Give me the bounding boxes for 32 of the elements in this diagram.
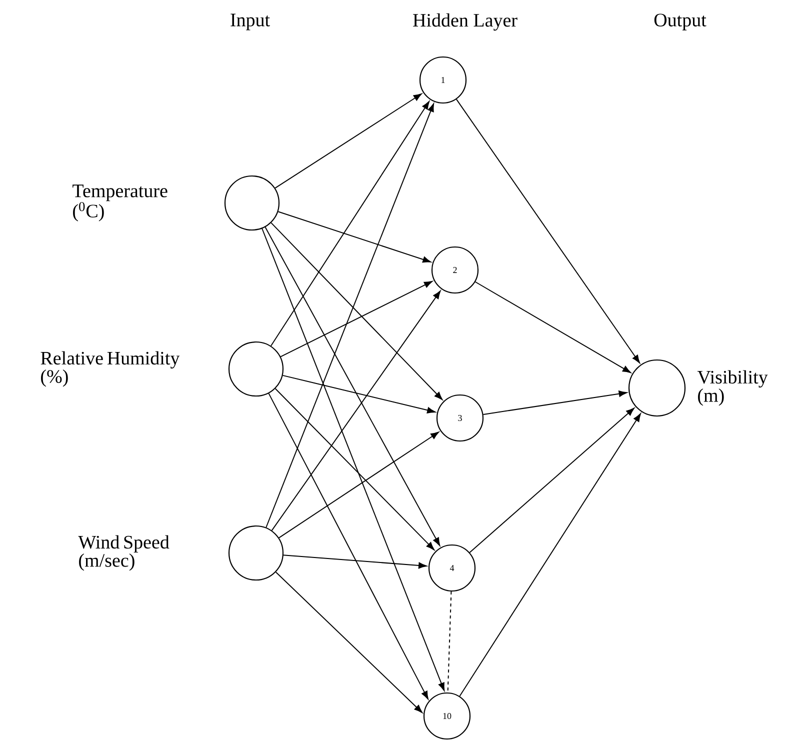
layer-heading: Output xyxy=(654,14,706,30)
input-label: Wind Speed (m/sec) xyxy=(78,535,170,571)
arrow xyxy=(282,554,427,569)
input-label: Visibility (m) xyxy=(697,370,768,406)
neuron-circle xyxy=(224,175,280,231)
arrow xyxy=(266,103,434,528)
arrow xyxy=(271,290,441,531)
arrow xyxy=(280,280,432,358)
layer-heading: Hidden Layer xyxy=(413,13,518,31)
neuron-circle xyxy=(628,359,686,417)
arrow xyxy=(270,222,443,400)
arrow xyxy=(274,388,434,550)
arrow xyxy=(275,572,422,713)
arrow xyxy=(456,98,640,364)
arrow xyxy=(268,392,428,700)
arrow xyxy=(270,101,430,346)
arrow xyxy=(469,408,634,553)
arrow xyxy=(278,211,432,263)
arrow xyxy=(282,374,436,414)
arrow xyxy=(474,281,631,373)
layer-heading: Input xyxy=(230,14,270,30)
neuron-circle xyxy=(228,341,284,397)
arrow xyxy=(264,226,440,546)
dashed-line xyxy=(447,591,452,693)
arrow xyxy=(274,93,422,189)
arrow xyxy=(278,432,440,538)
input-label: Relative Humidity (%) xyxy=(40,351,180,387)
arrow xyxy=(482,390,628,415)
input-label: Temperature ($^{0}$C) xyxy=(72,184,168,222)
arrow xyxy=(459,413,641,697)
arrow xyxy=(262,228,445,691)
neuron-circle xyxy=(228,525,284,581)
